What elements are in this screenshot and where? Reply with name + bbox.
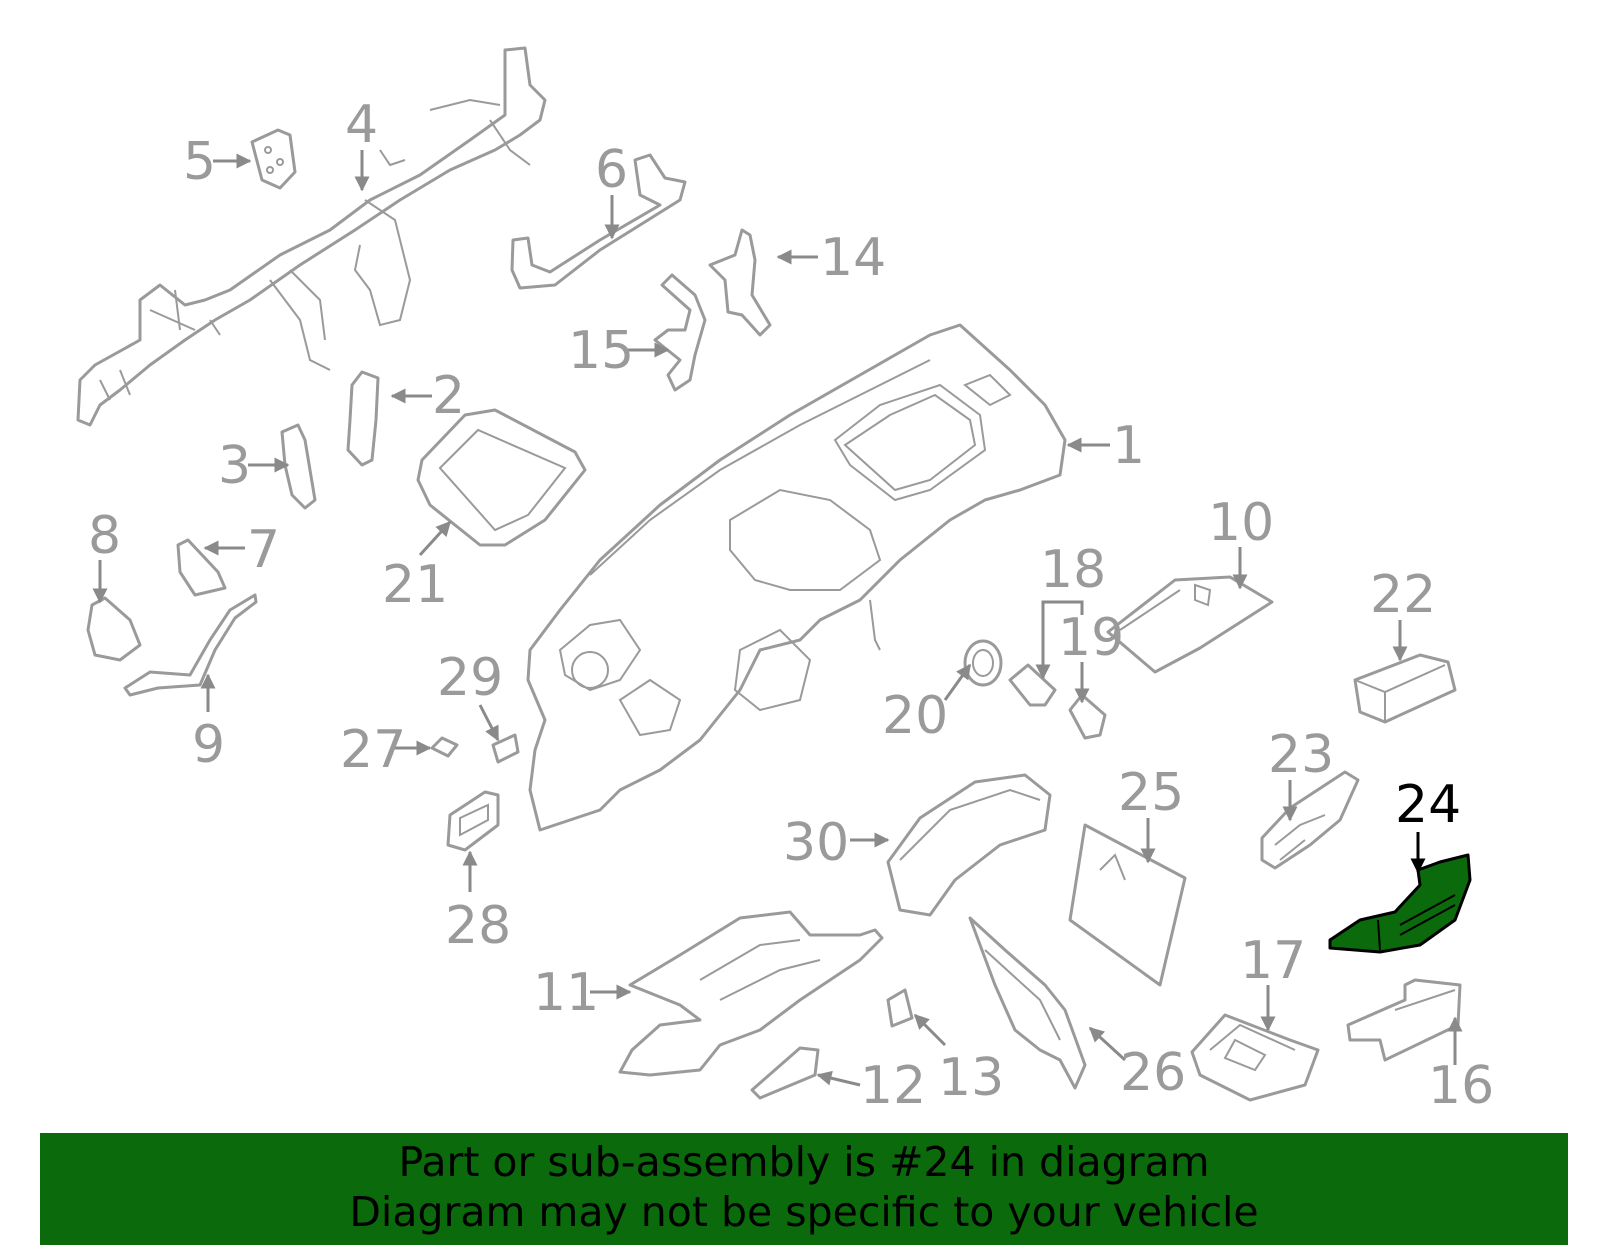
callout-13: 13: [938, 1048, 1004, 1108]
part-18-19-20-cigar-lighter: [963, 639, 1107, 740]
callout-23: 23: [1268, 725, 1334, 785]
part-10-panel: [1106, 575, 1274, 674]
callout-24: 24: [1395, 775, 1461, 835]
callout-10: 10: [1208, 493, 1274, 553]
callout-7: 7: [247, 520, 280, 580]
part-11-under-cover: [618, 910, 884, 1077]
part-14-bracket: [708, 228, 772, 337]
part-29-clip: [491, 733, 520, 764]
part-27-clip: [430, 736, 459, 758]
banner-line-disclaimer: Diagram may not be specific to your vehi…: [349, 1188, 1259, 1236]
part-26-glove-box: [968, 916, 1087, 1090]
callout-8: 8: [88, 506, 121, 566]
part-4-crossmember: [76, 46, 547, 427]
callout-15: 15: [568, 321, 634, 381]
callout-28: 28: [445, 896, 511, 956]
callout-29: 29: [437, 648, 503, 708]
part-21-airbag: [416, 408, 587, 547]
callout-25: 25: [1118, 763, 1184, 823]
callout-21: 21: [382, 555, 448, 615]
part-8-trim: [86, 596, 142, 662]
callout-1: 1: [1112, 416, 1145, 476]
part-28-switch: [446, 790, 500, 852]
leader-lines: [92, 150, 1463, 1087]
part-15-bracket: [653, 273, 707, 392]
callout-22: 22: [1370, 565, 1436, 625]
callout-17: 17: [1240, 931, 1306, 991]
callout-4: 4: [345, 95, 378, 155]
callout-11: 11: [533, 963, 599, 1023]
callout-12: 12: [860, 1056, 926, 1116]
callout-19: 19: [1058, 608, 1124, 668]
part-12-trim: [750, 1046, 820, 1100]
callout-27: 27: [340, 720, 406, 780]
part-1-instrument-panel: [526, 323, 1067, 832]
part-13-clip: [886, 988, 914, 1028]
part-5-bracket: [250, 128, 297, 190]
callout-2: 2: [432, 366, 465, 426]
part-17-compartment: [1190, 1013, 1320, 1102]
part-16-bracket: [1346, 978, 1462, 1062]
callout-6: 6: [595, 140, 628, 200]
part-7-trim: [176, 538, 227, 597]
callout-labels: 1 2 3 4 5 6 7 8 9 10 11 12 13 14 15 16 1…: [88, 95, 1494, 1116]
banner-line-part: Part or sub-assembly is #24 in diagram: [398, 1138, 1210, 1186]
callout-18: 18: [1040, 540, 1106, 600]
part-25-glove-box-door: [1068, 823, 1187, 987]
callout-9: 9: [192, 715, 225, 775]
part-23-bezel: [1260, 770, 1360, 870]
part-6-support: [510, 153, 687, 290]
part-9-trim-strip: [123, 593, 258, 697]
callout-20: 20: [882, 686, 948, 746]
callout-16: 16: [1428, 1056, 1494, 1116]
callout-3: 3: [218, 436, 251, 496]
part-24-highlighted[interactable]: [1328, 853, 1472, 954]
callout-26: 26: [1120, 1043, 1186, 1103]
part-30-cluster-hood: [886, 773, 1052, 917]
part-22-pocket: [1353, 653, 1457, 724]
callout-30: 30: [783, 813, 849, 873]
info-banner: Part or sub-assembly is #24 in diagram D…: [40, 1133, 1568, 1245]
callout-14: 14: [820, 228, 886, 288]
callout-5: 5: [183, 132, 216, 192]
part-2-bracket: [346, 370, 380, 467]
